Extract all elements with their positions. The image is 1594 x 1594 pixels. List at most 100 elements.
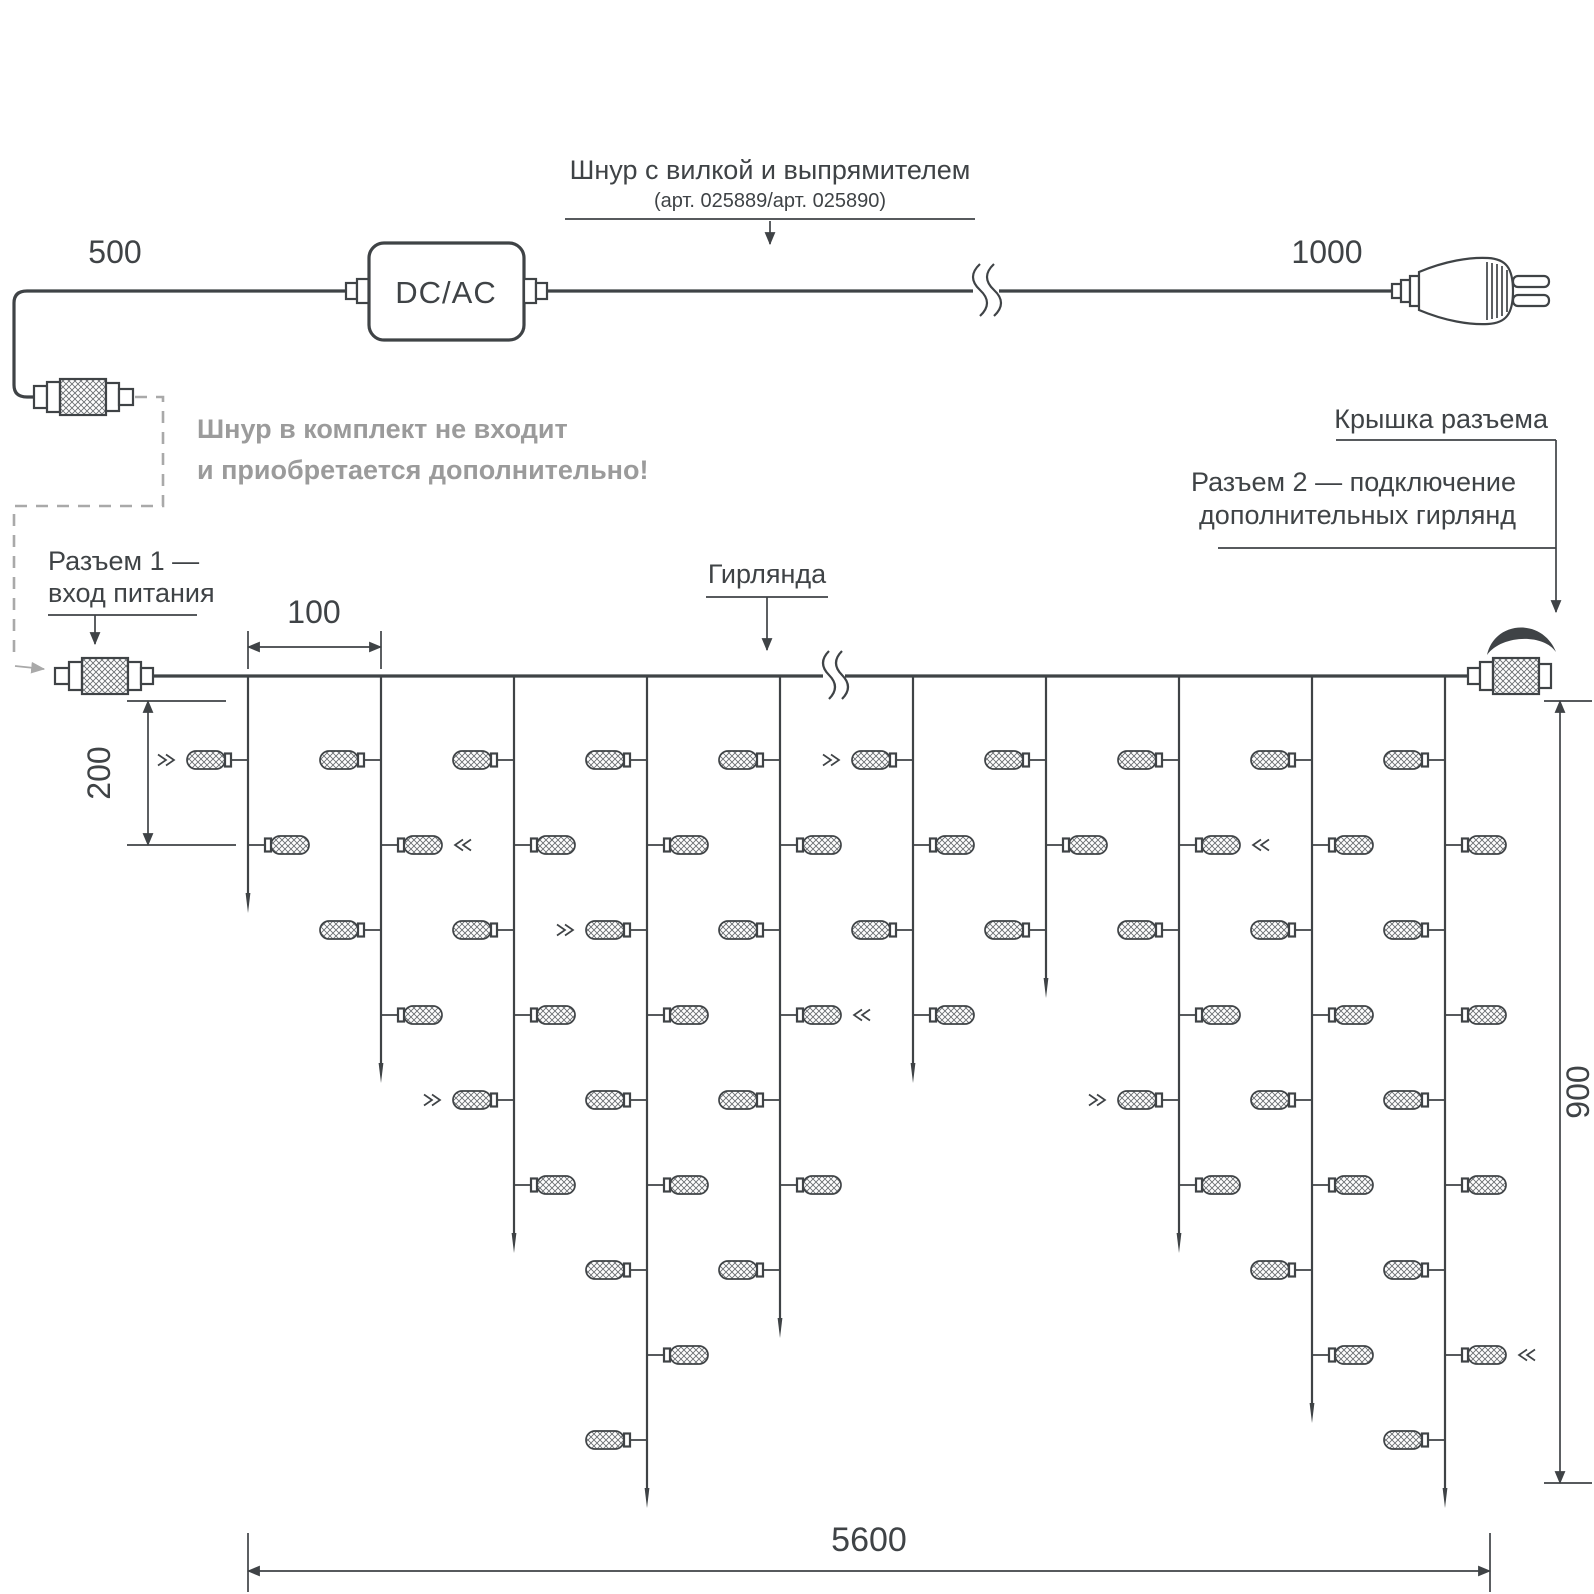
bulb-socket (1420, 922, 1430, 938)
led-bulb (1467, 1005, 1507, 1025)
diagram-title: Шнур с вилкой и выпрямителем (570, 155, 971, 185)
led-bulb (403, 835, 443, 855)
not-included-note: Шнур в комплект не входит и приобретаетс… (197, 414, 648, 485)
dcac-converter: DC/AC (344, 241, 549, 342)
led-bulb (1068, 835, 1108, 855)
bulb-socket (928, 1007, 938, 1023)
led-bulb (1383, 920, 1423, 940)
bulb-socket (622, 752, 632, 768)
bulb-socket (529, 1177, 539, 1193)
connector-threaded-barrel (58, 377, 108, 417)
dim-drop-height: 900 (1544, 699, 1594, 1485)
connector-threaded-barrel (80, 656, 130, 696)
bulb-socket (755, 752, 765, 768)
led-bulb (1117, 920, 1157, 940)
strand-tip (511, 1233, 517, 1253)
strand-tip (245, 893, 251, 913)
bulb-socket (622, 1262, 632, 1278)
bulb-socket (888, 752, 898, 768)
led-bulb (1334, 835, 1374, 855)
connector-tip (53, 666, 71, 686)
bulb-socket (489, 922, 499, 938)
bulb-socket (1327, 1007, 1337, 1023)
plug-strain-relief (1408, 274, 1421, 308)
bulb-socket (928, 837, 938, 853)
led-bulb (1117, 1090, 1157, 1110)
strand-tip (1176, 1233, 1182, 1253)
connector-nut (1478, 660, 1495, 692)
note-line-1: Шнур в комплект не входит (197, 414, 568, 444)
dim-900-label: 900 (1560, 1065, 1594, 1118)
diagram-subtitle: (арт. 025889/арт. 025890) (654, 190, 886, 212)
garland-strands (157, 676, 1536, 1508)
bulb-socket (795, 837, 805, 853)
bulb-socket (1420, 1092, 1430, 1108)
dim-total-length: 5600 (246, 1521, 1492, 1592)
bulb-socket (755, 1262, 765, 1278)
bulb-socket (1194, 1177, 1204, 1193)
flash-marker-icon (1088, 1093, 1107, 1107)
dashed-route (12, 395, 165, 674)
flash-marker-icon (1251, 838, 1270, 852)
dashed-cord-path (12, 395, 165, 653)
led-bulb (585, 1260, 625, 1280)
led-bulb (1117, 750, 1157, 770)
led-bulb (718, 1260, 758, 1280)
bulb-socket (489, 1092, 499, 1108)
bulb-socket (1460, 1347, 1470, 1363)
led-bulb (585, 750, 625, 770)
led-bulb (851, 920, 891, 940)
bulb-socket (622, 922, 632, 938)
cap-callout: Крышка разъема (1334, 404, 1556, 441)
bulb-socket (263, 837, 273, 853)
bulb-socket (1420, 1432, 1430, 1448)
bulb-socket (1194, 837, 1204, 853)
bulb-socket (529, 1007, 539, 1023)
plug-strain-relief (1399, 278, 1412, 304)
power-cord-assembly: DC/AC 500 1000 (12, 234, 1551, 417)
led-bulb (802, 1175, 842, 1195)
bulb-socket (1021, 922, 1031, 938)
break-curve (821, 650, 837, 700)
led-bulb (1201, 835, 1241, 855)
dim-200-label: 200 (81, 746, 117, 799)
dim-100-label: 100 (287, 594, 340, 630)
plug-face-hatch (1486, 262, 1508, 320)
connector1-callout: Разъем 1 — вход питания (48, 546, 215, 646)
bulb-socket (1420, 752, 1430, 768)
led-bulb (1383, 750, 1423, 770)
led-bulb (851, 750, 891, 770)
led-bulb (1201, 1175, 1241, 1195)
dashed-route-arrow (14, 661, 46, 674)
strain-relief (534, 281, 549, 301)
connector-tip (117, 387, 135, 407)
bulb-socket (1460, 1007, 1470, 1023)
led-bulb (585, 920, 625, 940)
bulb-socket (622, 1092, 632, 1108)
strain-relief (344, 281, 359, 301)
strand-tip (1442, 1488, 1448, 1508)
bulb-socket (1460, 1177, 1470, 1193)
connector2-label-line2: дополнительных гирлянд (1199, 500, 1516, 530)
dim-5600-label: 5600 (831, 1521, 907, 1559)
bulb-socket (662, 1177, 672, 1193)
led-bulb (1383, 1430, 1423, 1450)
led-bulb (669, 1005, 709, 1025)
connector2-callout: Разъем 2 — подключение дополнительных ги… (1191, 440, 1562, 614)
led-bulb (585, 1430, 625, 1450)
led-bulb (1334, 1175, 1374, 1195)
connector2-label-line1: Разъем 2 — подключение (1191, 467, 1516, 497)
connector-ring (139, 666, 155, 686)
cord-break-mark (971, 263, 1003, 318)
strand-tip (1043, 978, 1049, 998)
bulb-socket (1420, 1262, 1430, 1278)
led-bulb (1383, 1090, 1423, 1110)
strand-tip (777, 1318, 783, 1338)
led-bulb (935, 835, 975, 855)
break-curve (971, 263, 989, 317)
connector-2 (1466, 627, 1556, 696)
converter-label: DC/AC (395, 275, 496, 310)
led-bulb (536, 1005, 576, 1025)
led-bulb (319, 750, 359, 770)
